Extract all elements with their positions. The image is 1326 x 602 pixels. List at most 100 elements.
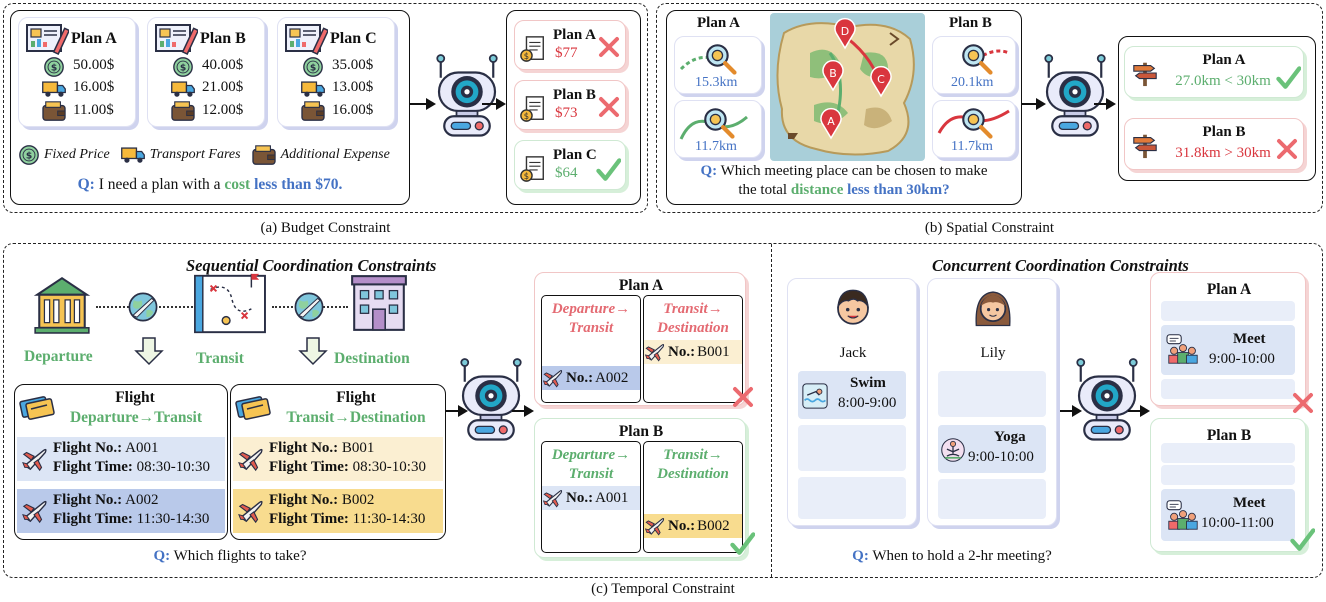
budget-plan-card-a: Plan A 50.00$ 16.00$ 11.00$ bbox=[18, 17, 136, 127]
q-text: Which meeting place can be chosen to mak… bbox=[720, 163, 988, 179]
leg-2-box: Transit→ Destination No.:B001 bbox=[643, 295, 743, 403]
truck-icon bbox=[170, 78, 196, 100]
plan-name: Plan B bbox=[200, 30, 246, 47]
schedule-slot-busy: Yoga 9:00-10:00 bbox=[938, 425, 1046, 473]
flight-card-2: Flight Transit→Destination Flight No.: B… bbox=[230, 384, 446, 540]
q-label: Q: bbox=[153, 548, 171, 564]
q-highlight-limit: less than $70. bbox=[254, 176, 343, 193]
check-mark-icon bbox=[1275, 65, 1301, 91]
arrow-head bbox=[1106, 98, 1116, 110]
seq-arrow-in bbox=[446, 410, 462, 412]
marker-label: B bbox=[829, 67, 837, 80]
schedule-slot-free bbox=[938, 371, 1046, 417]
con-question: Q: When to hold a 2-hr meeting? bbox=[772, 548, 1132, 565]
q-text: When to hold a 2-hr meeting? bbox=[872, 548, 1052, 564]
departure-building-icon bbox=[30, 272, 94, 334]
transit-map-icon bbox=[190, 270, 270, 338]
caption-budget: (a) Budget Constraint bbox=[260, 220, 391, 236]
budget-question: Q: I need a plan with a cost less than $… bbox=[10, 176, 410, 194]
route-distance: 11.7km bbox=[695, 139, 737, 154]
label: Flight Time: bbox=[53, 459, 133, 475]
truck-icon bbox=[41, 78, 67, 100]
value: B001 bbox=[697, 343, 730, 360]
marker-icon: D bbox=[834, 17, 856, 50]
schedule-slot-free bbox=[1161, 379, 1295, 399]
q-label: Q: bbox=[852, 548, 869, 564]
truck-icon bbox=[120, 144, 146, 166]
legend-fixed: Fixed Price bbox=[44, 147, 110, 162]
flight-number: Flight No.: B001 bbox=[269, 440, 374, 457]
value: 11:30-14:30 bbox=[352, 511, 426, 527]
spatial-panel bbox=[656, 3, 1323, 213]
leg-label: Transit→ Destination bbox=[657, 301, 729, 336]
meeting-icon bbox=[1165, 333, 1201, 365]
leg-label: Departure→ Transit bbox=[551, 301, 631, 336]
spatial-plan-a-route-2: 11.7km bbox=[674, 100, 762, 158]
result-distance: 31.8km > 30km bbox=[1175, 145, 1271, 161]
transport-value: 21.00$ bbox=[202, 79, 244, 95]
chosen-flight: No.:B002 bbox=[644, 514, 742, 538]
seq-arrow-out bbox=[512, 410, 528, 412]
value: B002 bbox=[697, 517, 730, 534]
robot-icon bbox=[456, 356, 526, 446]
schedule-slot-busy: Swim 8:00-9:00 bbox=[798, 371, 906, 419]
spatial-result-b: Plan B 31.8km > 30km bbox=[1124, 118, 1304, 170]
plane-icon bbox=[237, 497, 265, 525]
schedule-slot-free bbox=[798, 477, 906, 519]
value: 08:30-10:30 bbox=[352, 459, 426, 475]
flight-number: Flight No.: B002 bbox=[269, 492, 374, 509]
check-mark-icon bbox=[729, 531, 755, 557]
transport-value: 13.00$ bbox=[332, 79, 374, 95]
budget-legend: Fixed Price Transport Fares Additional E… bbox=[18, 144, 390, 166]
treasure-map: D B C A bbox=[770, 13, 925, 161]
budget-result-c: Plan C $64 bbox=[514, 140, 626, 190]
x-mark-icon bbox=[1291, 391, 1315, 415]
x-mark-icon bbox=[597, 35, 621, 59]
label: No.: bbox=[566, 369, 594, 386]
plan-name: Plan A bbox=[71, 30, 117, 47]
plane-icon bbox=[644, 341, 666, 363]
seq-result-plan-b: Plan B Departure→ Transit No.:A001 Trans… bbox=[534, 418, 746, 558]
globe-plane-icon bbox=[292, 290, 326, 324]
q-line-1: Q: Which meeting place can be chosen to … bbox=[666, 162, 1022, 181]
receipt-icon bbox=[519, 35, 547, 63]
check-mark-icon bbox=[595, 157, 621, 183]
marker-icon: B bbox=[822, 59, 844, 92]
leg-1-box: Departure→ Transit No.:A001 bbox=[541, 441, 641, 553]
result-distance: 27.0km < 30km bbox=[1175, 73, 1271, 89]
plan-doc-icon bbox=[154, 22, 198, 56]
flight-time: Flight Time: 11:30-14:30 bbox=[53, 511, 209, 528]
wallet-icon bbox=[41, 100, 67, 122]
fixed-price-value: 35.00$ bbox=[332, 57, 374, 73]
schedule-slot-free bbox=[1161, 465, 1295, 485]
legend-extra: Additional Expense bbox=[280, 147, 390, 162]
arrow-head bbox=[1036, 98, 1046, 110]
map-graphic bbox=[776, 22, 915, 156]
plane-icon bbox=[542, 367, 564, 389]
flight-time: Flight Time: 11:30-14:30 bbox=[269, 511, 425, 528]
coin-icon bbox=[172, 56, 194, 78]
robot-icon bbox=[432, 52, 502, 142]
plan-doc-icon bbox=[25, 22, 69, 56]
tickets-icon bbox=[235, 391, 271, 421]
q-highlight-limit: less than 30km? bbox=[847, 182, 950, 198]
q-label: Q: bbox=[700, 163, 718, 179]
result-plan-name: Plan A bbox=[553, 27, 596, 43]
chosen-flight: No.:A002 bbox=[542, 366, 640, 390]
chosen-flight: No.:B001 bbox=[644, 340, 742, 364]
con-arrow-out bbox=[1128, 410, 1144, 412]
q-highlight-cost: cost bbox=[224, 176, 251, 193]
label: No.: bbox=[668, 517, 696, 534]
value: A002 bbox=[595, 369, 629, 386]
activity-name: Meet bbox=[1233, 495, 1266, 511]
budget-arrow-out bbox=[482, 103, 500, 105]
plane-icon bbox=[21, 445, 49, 473]
con-title: Concurrent Coordination Constraints bbox=[932, 256, 1189, 275]
result-plan-name: Plan B bbox=[553, 87, 596, 103]
flight-row-a001: Flight No.: A001 Flight Time: 08:30-10:3… bbox=[17, 437, 225, 481]
leg-1-box: Departure→ Transit No.:A002 bbox=[541, 295, 641, 403]
tickets-icon bbox=[19, 391, 55, 421]
spatial-plan-a-title: Plan A bbox=[697, 15, 740, 31]
plan-name: Plan C bbox=[330, 30, 377, 47]
activity-time: 8:00-9:00 bbox=[838, 395, 897, 411]
